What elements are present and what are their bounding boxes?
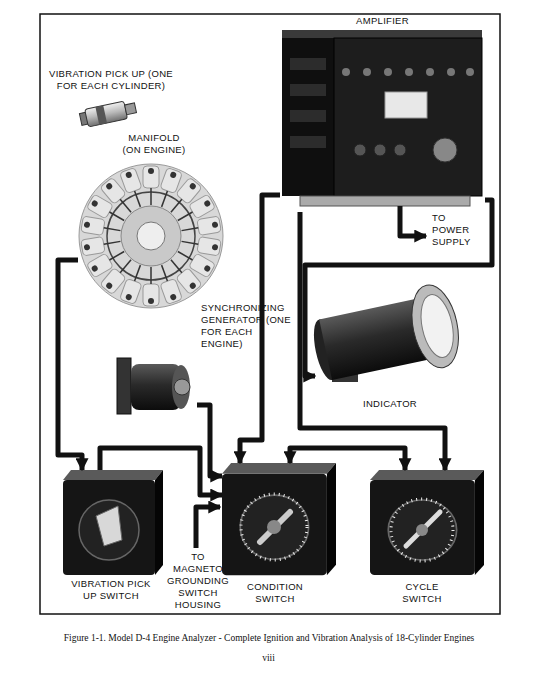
- pickup-band: [95, 105, 107, 124]
- generator-illustration: [117, 358, 190, 414]
- switch-box: [222, 463, 336, 575]
- pickup-stud: [125, 103, 137, 115]
- component-label: CONDITION SWITCH: [239, 581, 311, 605]
- panel-knob: [384, 68, 392, 76]
- indicator-screen: [416, 292, 459, 361]
- cable-connector: [197, 405, 222, 476]
- panel-knob: [363, 68, 371, 76]
- switch-box: [370, 470, 484, 575]
- component-box: VIBRATION PICK UP SWITCH: [63, 470, 160, 575]
- vent-slot: [290, 110, 326, 122]
- pickup-illustration: [79, 99, 138, 128]
- cable-connector: [58, 260, 82, 470]
- amplifier-side: [282, 38, 334, 196]
- component-label: MANIFOLD (ON ENGINE): [118, 132, 190, 156]
- cylinder: [81, 234, 122, 257]
- panel-jack: [354, 144, 366, 156]
- cylinder: [120, 167, 148, 209]
- amplifier-illustration: [282, 30, 482, 206]
- page-number: viii: [0, 652, 537, 664]
- component-box: MANIFOLD (ON ENGINE): [78, 162, 224, 310]
- cylinder: [81, 216, 122, 239]
- indicator-bezel: [405, 281, 466, 372]
- panel-knob: [342, 68, 350, 76]
- amplifier-panel: [334, 38, 482, 196]
- component-label: INDICATOR: [315, 398, 465, 410]
- magneto-lead: [196, 507, 220, 548]
- manifold-illustration: [79, 164, 223, 308]
- pickup-body: [85, 101, 128, 127]
- panel-knob: [426, 68, 434, 76]
- power-lead: [400, 206, 426, 236]
- switch-hub: [416, 524, 428, 536]
- cable-connector: [433, 138, 457, 162]
- lead-label: TO MAGNETO GROUNDING SWITCH HOUSING: [166, 551, 230, 611]
- figure-caption: Figure 1-1. Model D-4 Engine Analyzer - …: [28, 632, 510, 644]
- cylinder: [143, 267, 159, 306]
- generator-plug: [174, 379, 190, 395]
- component-box: CONDITION SWITCH: [222, 463, 327, 575]
- panel-knob: [466, 68, 474, 76]
- dial-scale: [391, 499, 453, 561]
- indicator-illustration: [307, 281, 465, 393]
- harness-ring: [107, 192, 195, 280]
- vent-slot: [290, 84, 326, 96]
- component-box: VIBRATION PICK UP (ONE FOR EACH CYLINDER…: [82, 98, 140, 128]
- mounting-base: [300, 196, 470, 206]
- component-label: VIBRATION PICK UP SWITCH: [71, 578, 151, 602]
- component-box: INDICATOR: [315, 280, 465, 392]
- cylinder: [180, 216, 221, 239]
- cylinder: [143, 166, 159, 205]
- lead-label: TO POWER SUPPLY: [432, 212, 482, 248]
- manifold-ring: [79, 164, 223, 308]
- vent-slot: [290, 58, 326, 70]
- component-label: VIBRATION PICK UP (ONE FOR EACH CYLINDER…: [40, 68, 182, 92]
- panel-jack: [394, 144, 406, 156]
- figure-frame: [40, 14, 500, 614]
- pickup-switch-illustration: [63, 470, 163, 575]
- component-label: CYCLE SWITCH: [396, 581, 448, 605]
- cable-connector: [290, 448, 405, 470]
- component-box: SYNCHRONIZING GENERATOR (ONE FOR EACH EN…: [115, 352, 197, 420]
- panel-knob: [447, 68, 455, 76]
- cable-connector: [300, 212, 445, 470]
- switch-pointer: [406, 512, 440, 546]
- component-box: AMPLIFIER: [280, 30, 485, 212]
- dial-scale: [241, 494, 307, 560]
- switch-hub: [267, 520, 281, 534]
- panel-meter: [385, 92, 427, 118]
- cylinder: [86, 194, 128, 227]
- cylinder: [180, 234, 221, 257]
- generator-flange: [117, 358, 131, 414]
- component-box: CYCLE SWITCH: [370, 470, 475, 575]
- panel-knob: [405, 68, 413, 76]
- switch-box: [63, 470, 163, 575]
- condition-switch-illustration: [222, 463, 336, 575]
- hub: [137, 222, 165, 250]
- cable-connector: [305, 200, 492, 376]
- switch-pointer: [260, 512, 290, 542]
- crankcase: [121, 206, 181, 266]
- cylinder: [174, 245, 216, 278]
- vent-slot: [290, 136, 326, 148]
- panel-jack: [374, 144, 386, 156]
- component-label: AMPLIFIER: [280, 15, 485, 27]
- generator-cap: [172, 365, 190, 409]
- cable-connector: [100, 448, 222, 495]
- component-label: SYNCHRONIZING GENERATOR (ONE FOR EACH EN…: [201, 302, 293, 350]
- cycle-switch-illustration: [370, 470, 484, 575]
- switch-knob: [96, 506, 122, 546]
